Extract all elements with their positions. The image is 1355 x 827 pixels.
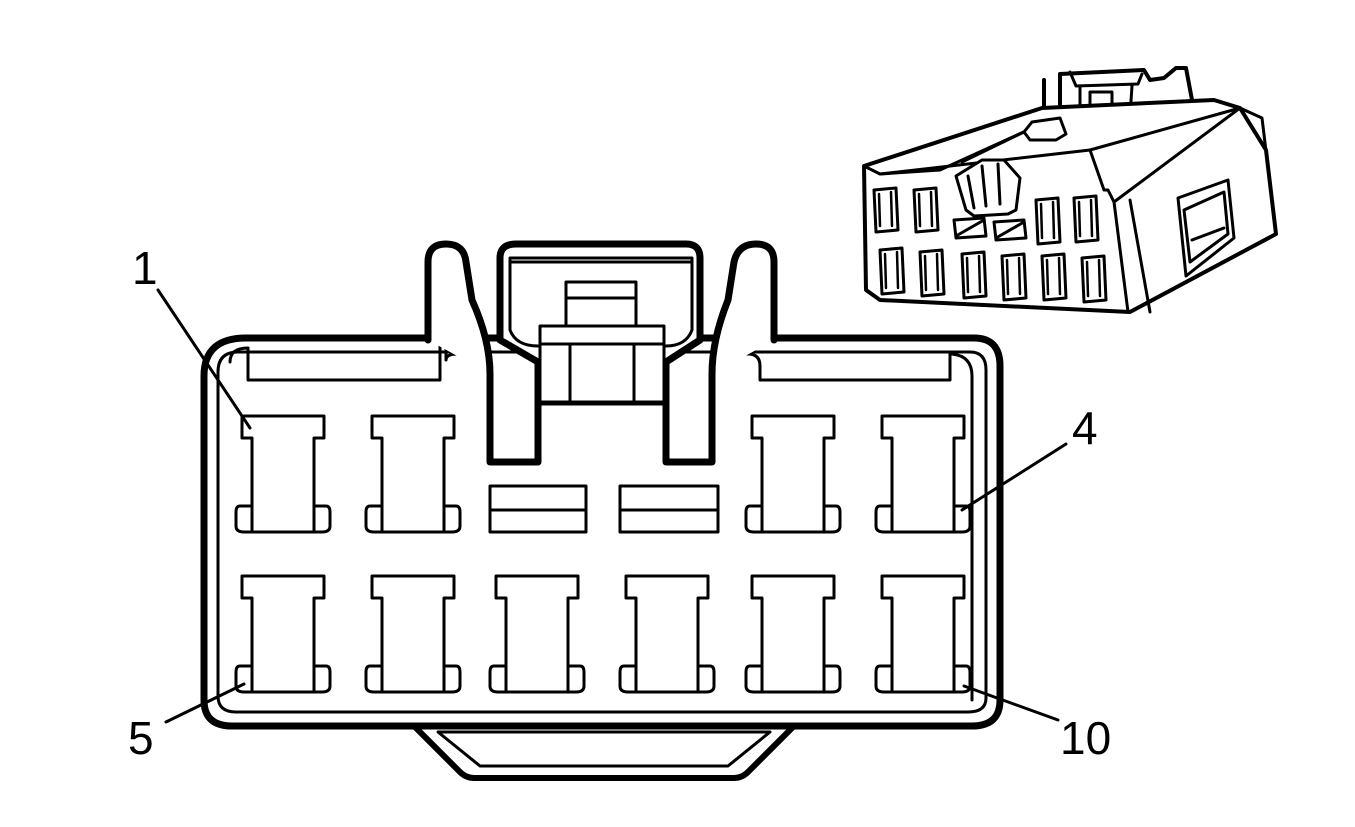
connector-isometric-view	[862, 66, 1278, 314]
blocked-cavity-right	[618, 484, 720, 534]
connector-housing-inner	[216, 350, 988, 714]
terminal-cavity-7	[488, 574, 586, 694]
pin-label-5: 5	[128, 712, 154, 764]
isometric-cavity-3	[1034, 196, 1062, 246]
isometric-cavity-10	[1080, 254, 1108, 304]
terminal-cavity-2	[364, 414, 462, 534]
release-arm-right	[662, 240, 778, 466]
connector-face-view: 1 4 5 10	[128, 240, 1111, 781]
top-ledge-right-inner	[950, 352, 974, 702]
leader-line-pin-10	[962, 684, 1060, 722]
top-ledge-left	[228, 344, 442, 382]
isometric-cavity-8	[1000, 252, 1028, 302]
isometric-blocked-cavity	[992, 218, 1028, 242]
leader-line-pin-4	[960, 442, 1068, 512]
isometric-cavity-1	[872, 186, 900, 234]
isometric-cavity-6	[918, 248, 946, 298]
terminal-cavity-6	[364, 574, 462, 694]
isometric-blocked-cavity	[952, 216, 988, 240]
blocked-cavity-left	[488, 484, 588, 534]
pin-label-4: 4	[1072, 402, 1098, 454]
isometric-cavity-4	[1072, 194, 1100, 244]
isometric-cavity-9	[1040, 252, 1068, 302]
isometric-cavity-7	[960, 250, 988, 300]
terminal-cavity-8	[618, 574, 716, 694]
terminal-cavity-9	[744, 574, 842, 694]
terminal-cavities	[234, 414, 972, 694]
pin-label-1: 1	[132, 242, 158, 294]
isometric-cavity-2	[912, 186, 940, 234]
terminal-cavity-3	[744, 414, 842, 534]
isometric-cavity-5	[878, 246, 906, 296]
leader-line-pin-5	[164, 682, 246, 724]
bottom-latch-tab	[407, 719, 801, 781]
terminal-cavity-5	[234, 574, 332, 694]
release-arm-left	[424, 240, 542, 466]
top-ledge-right	[724, 350, 952, 382]
terminal-cavity-1	[234, 414, 332, 534]
center-lock-housing	[496, 240, 704, 406]
terminal-cavity-10	[874, 574, 972, 694]
pin-label-10: 10	[1060, 712, 1111, 764]
isometric-terminal-cavities	[872, 186, 1108, 304]
leader-line-pin-1	[156, 288, 252, 430]
